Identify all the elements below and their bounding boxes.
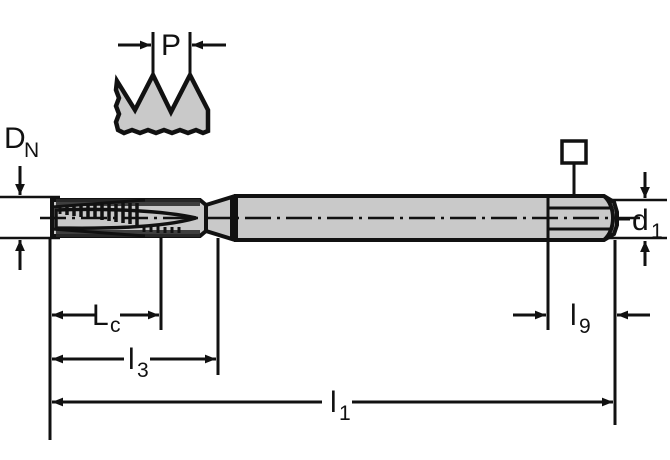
thread-length-dimension: l 3 xyxy=(52,343,216,382)
thread-profile-shape xyxy=(113,69,211,136)
chamfer-length-subscript: c xyxy=(110,314,121,337)
tap-chamfer-teeth xyxy=(58,203,181,233)
nominal-diameter-subscript: N xyxy=(24,139,39,162)
thread-length-label: l xyxy=(128,343,135,376)
tap-end-cap-arc xyxy=(602,194,615,242)
extension-lines xyxy=(48,238,617,440)
shank-diameter-label: d xyxy=(632,204,649,237)
pitch-label: P xyxy=(161,29,181,62)
square-length-label: l xyxy=(570,299,577,332)
overall-length-subscript: 1 xyxy=(339,402,351,425)
tap-lead-taper-outline-lower xyxy=(51,227,146,238)
square-drive-symbol-icon xyxy=(560,139,588,165)
thread-profile-detail: P xyxy=(113,29,226,136)
square-length-subscript: 9 xyxy=(579,315,591,338)
shank-diameter-subscript: 1 xyxy=(651,220,663,243)
thread-length-subscript: 3 xyxy=(137,359,149,382)
square-length-dimension: l 9 xyxy=(513,299,650,338)
overall-length-label: l xyxy=(330,386,337,419)
tap-lead-taper-outline xyxy=(51,198,146,209)
chamfer-length-label: L xyxy=(92,299,109,332)
tap-tool-body xyxy=(40,194,640,242)
chamfer-length-dimension: L c xyxy=(52,299,159,337)
square-drive-callout xyxy=(560,139,588,220)
nominal-diameter-label: D xyxy=(4,122,26,155)
overall-length-dimension: l 1 xyxy=(52,386,613,425)
